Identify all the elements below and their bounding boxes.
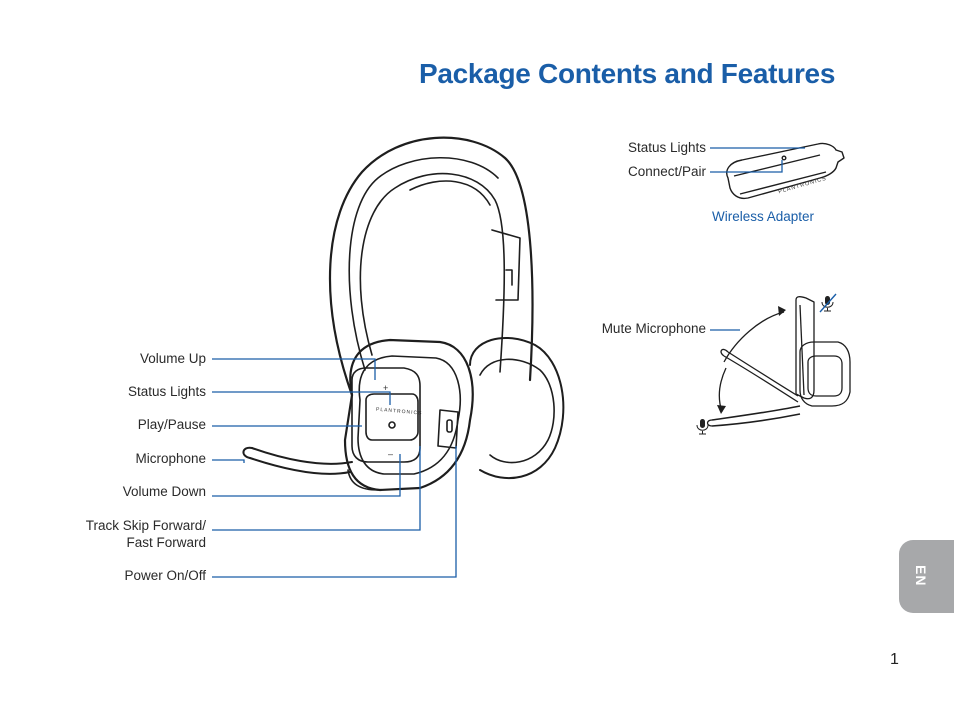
- language-tab: EN: [899, 540, 954, 613]
- headset-illustration: [242, 136, 565, 492]
- label-status-lights: Status Lights: [127, 384, 206, 399]
- volume-down-symbol: –: [388, 449, 393, 459]
- label-track-skip-2: Fast Forward: [126, 535, 206, 550]
- label-power: Power On/Off: [124, 568, 206, 583]
- label-play-pause: Play/Pause: [137, 417, 206, 432]
- wireless-adapter-caption: Wireless Adapter: [712, 209, 815, 224]
- headset-brand: PLANTRONICS: [376, 407, 423, 417]
- adapter-callout-lines: [710, 147, 805, 173]
- label-connect-pair: Connect/Pair: [627, 164, 706, 179]
- label-mute-microphone: Mute Microphone: [601, 321, 706, 336]
- mute-headset-illustration: [706, 296, 851, 427]
- label-microphone: Microphone: [135, 451, 206, 466]
- label-adapter-status-lights: Status Lights: [627, 140, 706, 155]
- label-volume-down: Volume Down: [122, 484, 206, 499]
- page-title: Package Contents and Features: [419, 58, 836, 89]
- muted-microphone-icon: [819, 293, 837, 313]
- headset-callout-lines: [212, 358, 457, 578]
- mute-rotation-arrow: [717, 306, 786, 414]
- label-track-skip-1: Track Skip Forward/: [85, 518, 206, 533]
- page-number: 1: [890, 651, 899, 668]
- microphone-icon: [696, 419, 709, 435]
- label-volume-up: Volume Up: [139, 351, 206, 366]
- volume-up-symbol: +: [383, 383, 388, 393]
- language-tab-label: EN: [913, 565, 929, 587]
